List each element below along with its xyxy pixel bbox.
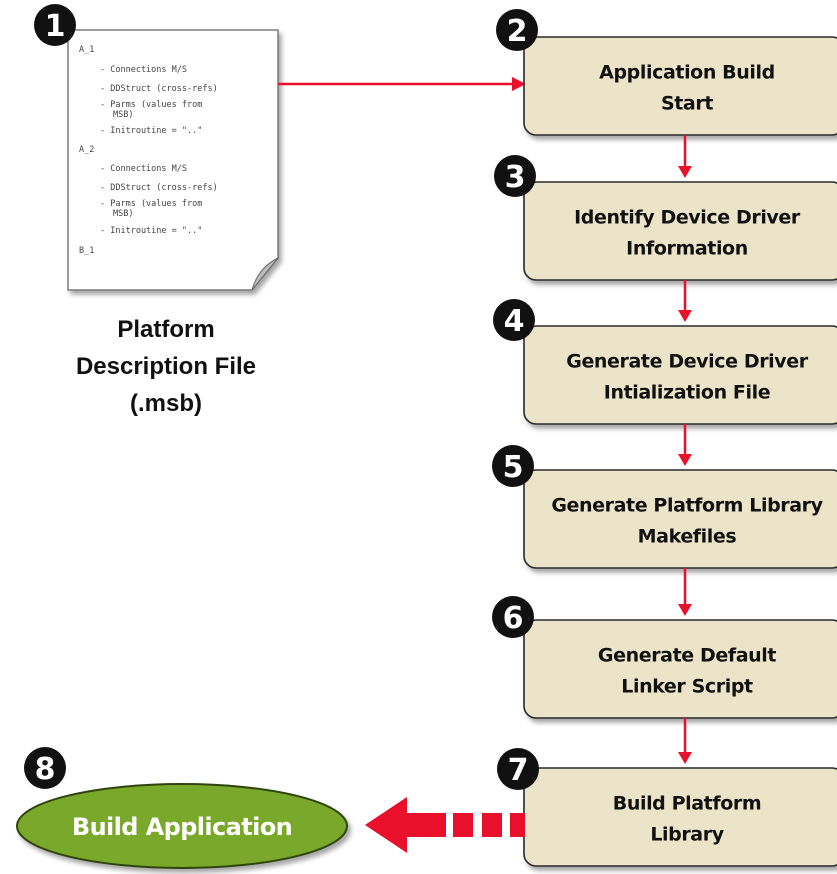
badge-circle xyxy=(492,445,534,487)
document-text: A_1 - Connections M/S - DDStruct (cross-re… xyxy=(79,45,218,256)
step-badge-7: 7 xyxy=(497,748,539,790)
document-line: - Parms (values from xyxy=(100,100,202,110)
document-line: - Connections M/S xyxy=(100,65,187,75)
step-label: Library xyxy=(650,824,724,846)
step-label: Intialization File xyxy=(604,382,770,404)
step-badge-3: 3 xyxy=(494,155,536,197)
caption-line: Description File xyxy=(76,353,256,380)
badge-number: 7 xyxy=(508,753,529,788)
step-box-shape xyxy=(523,619,837,719)
document-line: A_2 xyxy=(79,145,94,155)
document-line: A_1 xyxy=(79,45,94,55)
badge-number: 6 xyxy=(503,601,524,636)
step-box-shape xyxy=(523,767,837,867)
step7-to-application-arrow xyxy=(365,797,525,853)
build-application-node: Build Application xyxy=(16,783,348,869)
badge-number: 1 xyxy=(45,9,66,44)
step-label: Generate Platform Library xyxy=(551,495,823,517)
step-label: Makefiles xyxy=(638,526,737,548)
document-line: - Parms (values from xyxy=(100,199,202,209)
document-line: - DDStruct (cross-refs) xyxy=(100,183,218,193)
step-badge-2: 2 xyxy=(496,9,538,51)
document-line: MSB) xyxy=(113,209,133,219)
step-badge-8: 8 xyxy=(24,747,66,789)
step-badges: 1 2 3 4 5 6 7 8 xyxy=(24,4,539,790)
step-label: Start xyxy=(661,93,713,115)
connector-arrow xyxy=(678,568,692,616)
step-badge-4: 4 xyxy=(493,299,535,341)
step-label: Generate Default xyxy=(598,645,776,667)
document-line: B_1 xyxy=(79,246,94,256)
badge-number: 5 xyxy=(503,450,524,485)
document-line: - Connections M/S xyxy=(100,164,187,174)
step-label: Linker Script xyxy=(621,676,753,698)
step-box-shape xyxy=(523,325,837,425)
page-curl xyxy=(251,257,279,291)
badge-number: 2 xyxy=(507,14,528,49)
step-box-shape xyxy=(523,181,837,281)
step-box-shape xyxy=(523,36,837,136)
step-badge-1: 1 xyxy=(34,4,76,46)
document-line: - DDStruct (cross-refs) xyxy=(100,84,218,94)
platform-description-document: A_1 - Connections M/S - DDStruct (cross-re… xyxy=(67,29,279,291)
build-application-label: Build Application xyxy=(72,813,292,841)
badge-circle xyxy=(497,748,539,790)
step-connectors xyxy=(678,135,692,764)
badge-number: 4 xyxy=(504,304,525,339)
badge-circle xyxy=(24,747,66,789)
badge-circle xyxy=(492,596,534,638)
step-label: Information xyxy=(626,238,748,260)
badge-circle xyxy=(493,299,535,341)
connector-arrow xyxy=(678,718,692,764)
step-badge-6: 6 xyxy=(492,596,534,638)
badge-circle xyxy=(494,155,536,197)
badge-circle xyxy=(34,4,76,46)
step-label: Application Build xyxy=(599,62,775,84)
build-application-oval xyxy=(16,783,348,869)
connector-arrow xyxy=(678,135,692,178)
connector-arrow xyxy=(678,280,692,322)
caption-line: Platform xyxy=(117,316,214,343)
document-to-step2-arrow xyxy=(278,77,526,91)
document-line: MSB) xyxy=(113,110,133,120)
step-badge-5: 5 xyxy=(492,445,534,487)
step-label: Generate Device Driver xyxy=(566,351,809,373)
badge-number: 8 xyxy=(35,752,56,787)
step-label: Build Platform xyxy=(613,793,761,815)
document-line: - Initroutine = ".." xyxy=(100,226,202,236)
step-label: Identify Device Driver xyxy=(574,207,801,229)
document-line: - Initroutine = ".." xyxy=(100,126,202,136)
caption-line: (.msb) xyxy=(130,390,202,417)
badge-circle xyxy=(496,9,538,51)
badge-number: 3 xyxy=(505,160,526,195)
step-box-shape xyxy=(523,469,837,569)
connector-arrow xyxy=(678,424,692,466)
